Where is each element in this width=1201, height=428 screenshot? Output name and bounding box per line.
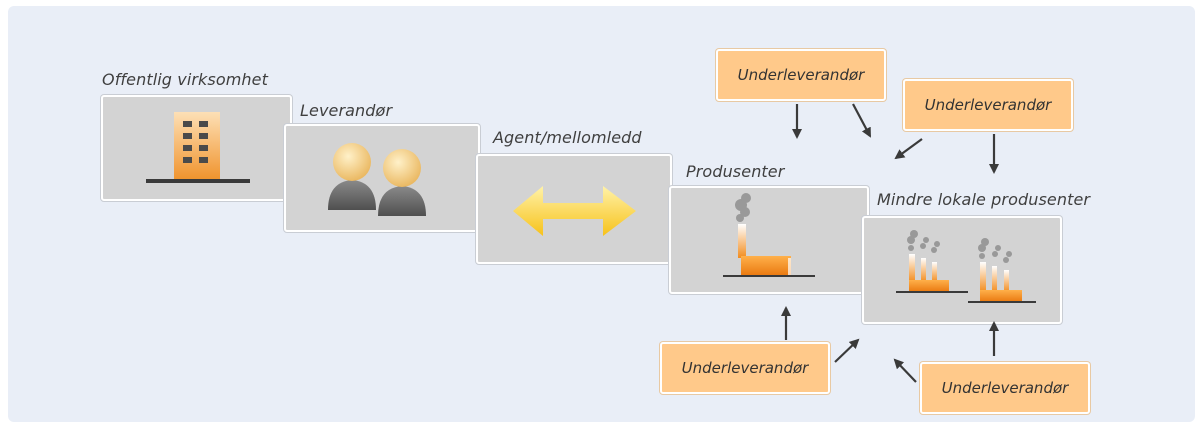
- label-agent: Agent/mellomledd: [493, 128, 642, 147]
- office-building-icon: [146, 112, 250, 183]
- card-supplier: [284, 124, 480, 232]
- factory-icon: [723, 193, 815, 277]
- card-producers: [669, 186, 869, 294]
- label-producers: Produsenter: [686, 162, 785, 181]
- card-public: [101, 95, 292, 201]
- label-supplier: Leverandør: [300, 101, 393, 120]
- card-local-producers: [862, 216, 1062, 324]
- arrow-diag-up-from-bottom-right: [893, 358, 917, 383]
- arrow-diag-up-from-bottom-left: [834, 338, 860, 363]
- subcontractor-top-left: Underleverandør: [716, 49, 886, 101]
- double-arrow-icon: [513, 186, 636, 236]
- label-local-producers: Mindre lokale produsenter: [877, 190, 1091, 209]
- subcontractor-bottom-left: Underleverandør: [660, 342, 830, 394]
- card-agent: [476, 154, 672, 264]
- subcontractor-bottom-right: Underleverandør: [920, 362, 1090, 414]
- arrow-diag-to-local: [852, 103, 871, 138]
- people-icon: [328, 143, 426, 216]
- label-public: Offentlig virksomhet: [102, 70, 268, 89]
- subcontractor-top-right: Underleverandør: [903, 79, 1073, 131]
- arrow-from-topright-diag: [894, 138, 923, 160]
- small-factories-icon: [896, 230, 1036, 303]
